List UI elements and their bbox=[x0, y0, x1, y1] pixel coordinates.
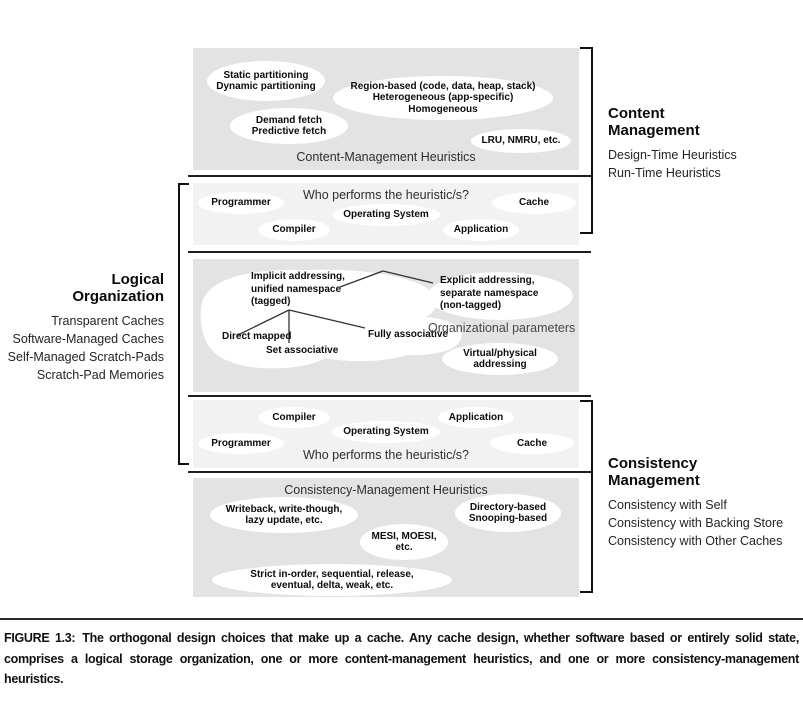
fetch-ellipse: Demand fetch Predictive fetch bbox=[230, 108, 348, 144]
section-separator bbox=[188, 175, 591, 177]
consistency-management-label-block: Consistency Management Consistency with … bbox=[608, 455, 803, 550]
tree-lines bbox=[237, 270, 434, 343]
who-performs-top-question: Who performs the heuristic/s? bbox=[302, 188, 470, 202]
figure-caption-text: The orthogonal design choices that make … bbox=[4, 631, 799, 686]
programmer-ellipse-top: Programmer bbox=[198, 192, 284, 214]
mesi-ellipse: MESI, MOESI, etc. bbox=[360, 524, 448, 560]
content-management-bracket bbox=[580, 47, 593, 234]
content-management-title: Content Management bbox=[608, 105, 700, 139]
content-management-label-block: Content Management Design-Time Heuristic… bbox=[608, 105, 798, 182]
caption-rule bbox=[0, 618, 803, 620]
logical-organization-items: Transparent Caches Software-Managed Cach… bbox=[7, 314, 164, 382]
section-separator bbox=[188, 471, 591, 473]
region-based-ellipse: Region-based (code, data, heap, stack) H… bbox=[333, 76, 553, 120]
figure-caption: FIGURE 1.3:The orthogonal design choices… bbox=[4, 628, 799, 690]
content-management-box: Static partitioning Dynamic partitioning… bbox=[193, 48, 579, 170]
consistency-heuristics-caption: Consistency-Management Heuristics bbox=[284, 483, 488, 497]
logical-organization-title: Logical Organization bbox=[72, 271, 164, 305]
partitioning-ellipse: Static partitioning Dynamic partitioning bbox=[207, 61, 325, 101]
set-associative-label: Set associative bbox=[266, 345, 339, 356]
content-management-items: Design-Time Heuristics Run-Time Heuristi… bbox=[608, 148, 737, 180]
cache-ellipse-bottom: Cache bbox=[490, 433, 574, 454]
organizational-parameters-label: Organizational parameters bbox=[428, 321, 576, 335]
operating-system-ellipse-top: Operating System bbox=[332, 204, 440, 226]
consistency-management-box: Consistency-Management Heuristics Writeb… bbox=[193, 478, 579, 597]
replacement-ellipse: LRU, NMRU, etc. bbox=[471, 129, 571, 153]
consistency-management-bracket bbox=[580, 400, 593, 593]
logical-organization-box: Implicit addressing, unified namespace (… bbox=[193, 259, 579, 392]
who-performs-bottom-question: Who performs the heuristic/s? bbox=[302, 448, 470, 462]
logical-organization-label-block: Logical Organization Transparent Caches … bbox=[0, 271, 164, 384]
compiler-ellipse-top: Compiler bbox=[258, 219, 330, 241]
figure-caption-label: FIGURE 1.3: bbox=[4, 631, 76, 645]
virtual-physical-ellipse: Virtual/physical addressing bbox=[442, 343, 558, 375]
who-performs-top-box: Who performs the heuristic/s? Programmer… bbox=[193, 183, 579, 245]
direct-mapped-label: Direct mapped bbox=[222, 331, 292, 342]
compiler-ellipse-bottom: Compiler bbox=[258, 407, 330, 428]
addressing-tree bbox=[200, 269, 573, 369]
implicit-addressing-label: Implicit addressing, unified namespace (… bbox=[251, 271, 345, 307]
consistency-management-items: Consistency with Self Consistency with B… bbox=[608, 498, 784, 548]
operating-system-ellipse-bottom: Operating System bbox=[332, 421, 440, 443]
explicit-addressing-label: Explicit addressing, separate namespace … bbox=[440, 275, 539, 311]
cache-ellipse-top: Cache bbox=[492, 192, 576, 214]
application-ellipse-top: Application bbox=[443, 219, 519, 241]
content-heuristics-caption: Content-Management Heuristics bbox=[296, 150, 476, 164]
directory-snooping-ellipse: Directory-based Snooping-based bbox=[455, 494, 561, 532]
fully-associative-label: Fully associative bbox=[368, 329, 449, 340]
writeback-ellipse: Writeback, write-though, lazy update, et… bbox=[210, 497, 358, 533]
section-separator bbox=[188, 251, 591, 253]
consistency-management-title: Consistency Management bbox=[608, 455, 700, 489]
organization-blob bbox=[200, 269, 462, 369]
ordering-ellipse: Strict in-order, sequential, release, ev… bbox=[212, 564, 452, 596]
programmer-ellipse-bottom: Programmer bbox=[198, 433, 284, 454]
section-separator bbox=[188, 395, 591, 397]
explicit-addressing-ellipse bbox=[427, 272, 573, 320]
who-performs-bottom-box: Compiler Application Operating System Pr… bbox=[193, 400, 579, 468]
application-ellipse-bottom: Application bbox=[438, 407, 514, 428]
logical-organization-bracket bbox=[178, 183, 189, 465]
